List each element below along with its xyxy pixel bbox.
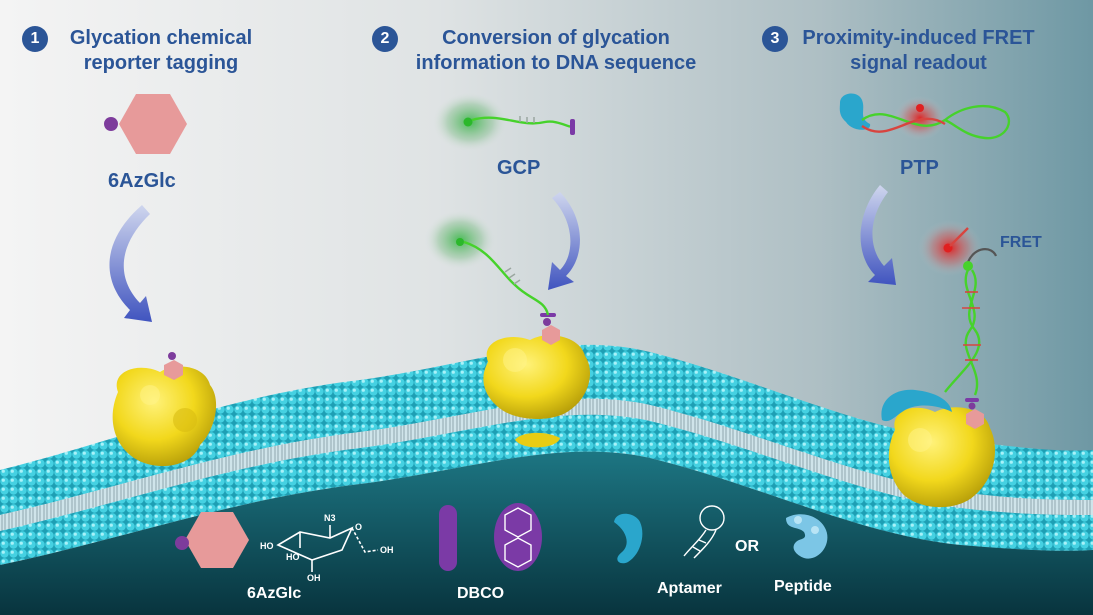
curved-arrow-icon bbox=[548, 192, 580, 290]
glucose-structure-icon bbox=[276, 525, 379, 572]
protein-icon bbox=[881, 389, 995, 508]
protein-icon bbox=[112, 352, 217, 467]
hexagon-reporter-icon bbox=[175, 512, 249, 568]
cell-interior bbox=[0, 451, 1093, 615]
step-title: Proximity-induced FRET signal readout bbox=[802, 27, 1035, 74]
dbco-icon bbox=[494, 503, 542, 571]
aptamer-blue-binder-icon bbox=[614, 513, 643, 564]
step-1-heading: 1 Glycation chemical reporter tagging bbox=[22, 26, 266, 76]
hexagon-reporter-icon bbox=[104, 94, 187, 154]
step-3-heading: 3 Proximity-induced FRET signal readout bbox=[762, 26, 1041, 76]
step-title: Conversion of glycation information to D… bbox=[415, 27, 697, 74]
fret-label: FRET bbox=[1000, 234, 1042, 251]
legend-or-label: OR bbox=[735, 538, 759, 555]
dbco-icon bbox=[439, 505, 457, 571]
gcp-probe-icon bbox=[424, 210, 550, 316]
gcp-label: GCP bbox=[497, 157, 541, 179]
step-title: Glycation chemical reporter tagging bbox=[69, 27, 253, 74]
chem-oh-label: OH bbox=[307, 573, 321, 583]
step-number-badge: 3 bbox=[762, 26, 788, 52]
curved-arrow-icon bbox=[109, 205, 152, 322]
ptp-probe-icon bbox=[839, 93, 1011, 140]
chem-ho-label: HO bbox=[260, 541, 274, 551]
protein-icon bbox=[483, 313, 591, 448]
aptamer-icon bbox=[683, 505, 725, 559]
step-2-heading: 2 Conversion of glycation information to… bbox=[372, 26, 706, 76]
ptp-label: PTP bbox=[900, 157, 939, 179]
step-number-badge: 1 bbox=[22, 26, 48, 52]
reporter-label: 6AzGlc bbox=[108, 170, 176, 192]
chem-n3-label: N3 bbox=[324, 513, 336, 523]
curved-arrow-icon bbox=[860, 185, 896, 285]
chem-o-label: O bbox=[355, 522, 363, 532]
step-number-badge: 2 bbox=[372, 26, 398, 52]
peptide-icon bbox=[786, 514, 828, 559]
legend-reporter-label: 6AzGlc bbox=[247, 585, 302, 602]
chem-ho-label: HO bbox=[286, 552, 300, 562]
membrane-tails bbox=[0, 398, 1093, 531]
legend-dbco-label: DBCO bbox=[457, 585, 505, 602]
chem-oh-label: OH bbox=[380, 545, 394, 555]
legend-peptide-label: Peptide bbox=[774, 578, 832, 595]
fret-assembly-icon bbox=[918, 220, 998, 396]
binder-icon bbox=[881, 389, 952, 422]
gcp-probe-icon bbox=[432, 92, 575, 152]
legend-aptamer-label: Aptamer bbox=[657, 580, 722, 597]
